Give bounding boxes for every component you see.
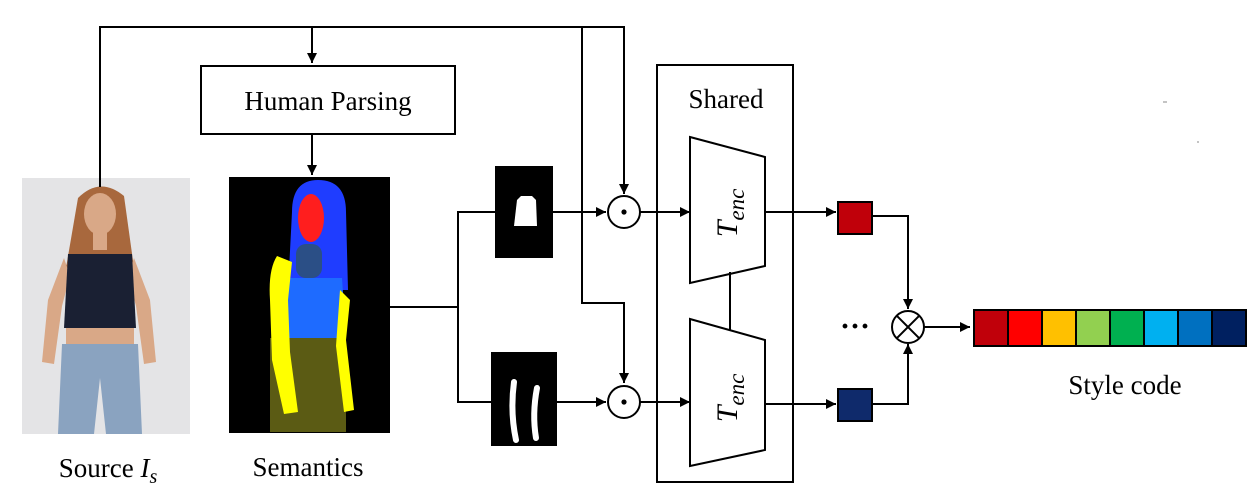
source-tank-top xyxy=(64,254,136,328)
top-garment-mask xyxy=(495,166,553,258)
style-code-cell xyxy=(973,309,1009,347)
top-elementwise-product-node xyxy=(607,195,641,229)
source-left-arm xyxy=(42,258,70,364)
source-to-top-product-connector xyxy=(312,26,629,194)
splitter-to-top-mask-connector xyxy=(457,211,495,307)
style-code-vector xyxy=(973,309,1247,347)
bottom-encoder-label: Tenc xyxy=(711,374,749,423)
splitter-to-bottom-mask-connector xyxy=(457,307,491,403)
semantic-face-region xyxy=(298,194,324,242)
semantic-neck-region xyxy=(296,244,322,278)
style-code-cell xyxy=(1007,309,1043,347)
style-code-cell xyxy=(1211,309,1247,347)
source-to-parsing-connector xyxy=(99,26,317,187)
top-encoder-label: Tenc xyxy=(711,189,749,238)
bottom-style-vector xyxy=(837,388,873,422)
top-encoder-trapezoid xyxy=(689,135,766,285)
style-code-cell xyxy=(1177,309,1213,347)
source-label: Source Is xyxy=(59,453,158,488)
top-vector-to-combine-arrow xyxy=(872,215,913,309)
top-style-vector xyxy=(837,201,873,235)
source-right-arm xyxy=(128,258,156,364)
bottom-elementwise-product-node xyxy=(607,385,641,419)
semantic-top-region xyxy=(280,278,346,338)
source-image xyxy=(22,178,190,434)
source-to-bottom-product-connector xyxy=(581,27,629,383)
semantic-left-arm-region xyxy=(269,256,298,414)
human-parsing-box xyxy=(200,65,456,135)
source-face xyxy=(84,193,116,235)
human-parsing-label: Human Parsing xyxy=(244,86,411,116)
bottom-encoder-trapezoid xyxy=(689,317,766,468)
source-midriff xyxy=(66,328,134,344)
source-jeans xyxy=(58,344,142,434)
combine-operator-node xyxy=(891,310,925,344)
semantic-parsing-image xyxy=(229,177,390,433)
style-code-label: Style code xyxy=(1068,370,1181,400)
shared-encoder-box xyxy=(656,64,794,483)
shared-label: Shared xyxy=(689,84,764,114)
bottom-vector-to-combine-arrow xyxy=(872,344,913,405)
ellipsis-label: ··· xyxy=(840,310,870,343)
style-code-cell xyxy=(1109,309,1145,347)
source-neck xyxy=(93,230,107,250)
semantic-right-arm-region xyxy=(336,290,354,412)
style-code-cell xyxy=(1041,309,1077,347)
arms-mask xyxy=(491,352,557,446)
style-code-cell xyxy=(1143,309,1179,347)
style-code-cell xyxy=(1075,309,1111,347)
semantics-label: Semantics xyxy=(253,452,364,482)
